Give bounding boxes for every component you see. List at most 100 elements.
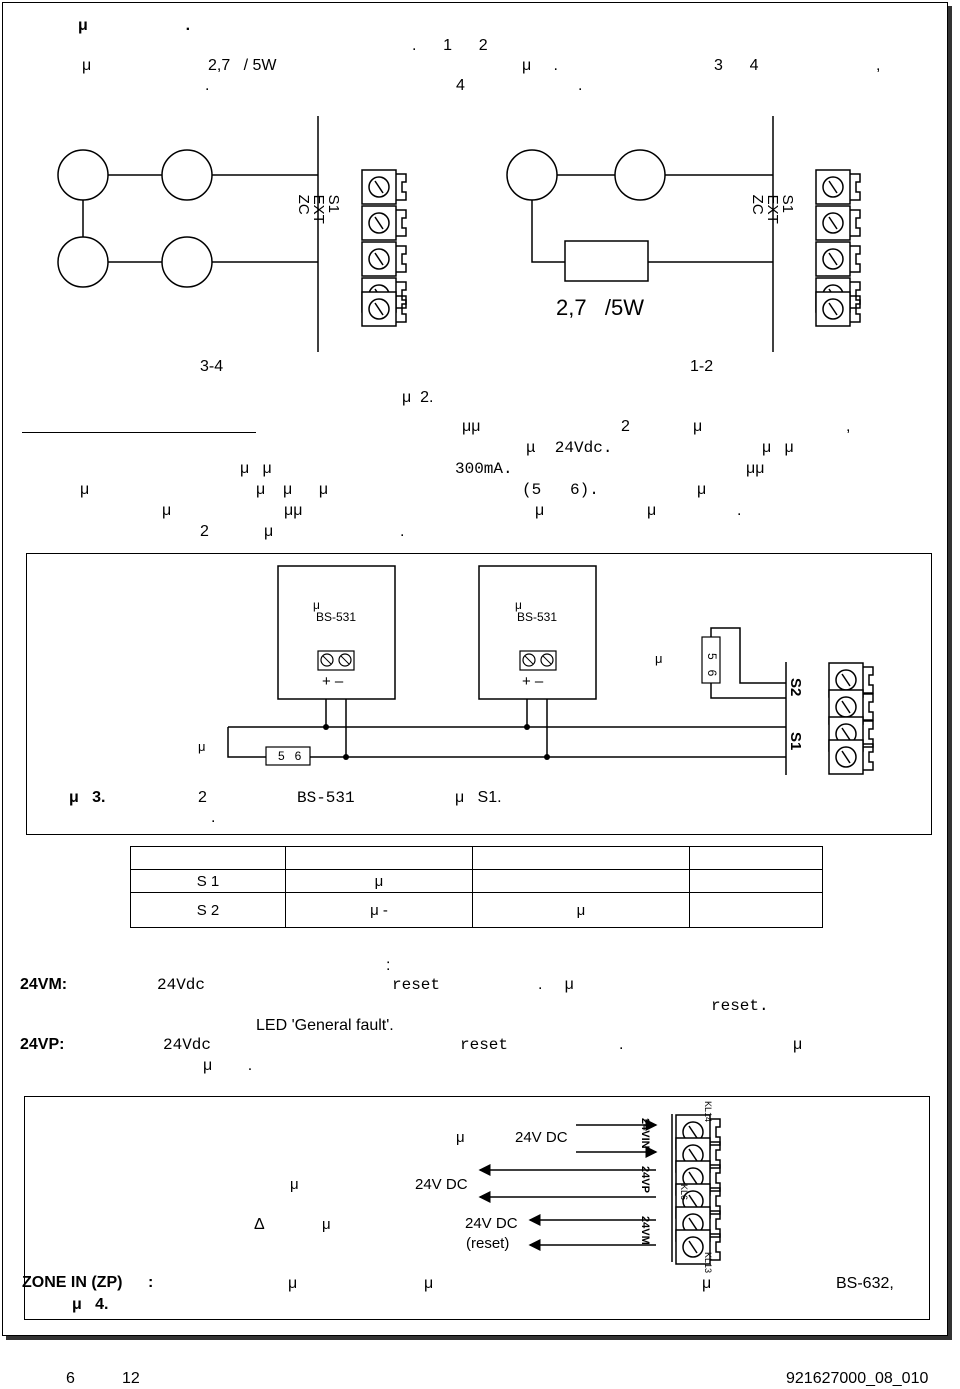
out-mu: μ — [290, 1176, 299, 1193]
table-cell — [689, 869, 823, 893]
resistor-left-label: 5 6 — [278, 749, 302, 763]
table-cell: S 2 — [130, 892, 286, 928]
header-line-1: μ . — [78, 17, 191, 34]
table-row: S 2 μ - μ — [130, 892, 823, 928]
in-label: 24V DC — [515, 1129, 568, 1146]
footer-page: 6 — [66, 1370, 75, 1387]
reset-mu: μ — [322, 1216, 331, 1233]
header-line-3e: , — [876, 57, 881, 74]
header-line-4a: . — [205, 77, 210, 94]
table-cell: S 1 — [130, 869, 286, 893]
vm-line3: LED 'General fault'. — [256, 1017, 394, 1034]
figure-3-box — [26, 553, 932, 835]
vm-line2: reset. — [711, 997, 769, 1015]
vp-text-c: . — [619, 1036, 624, 1053]
table-cell: μ — [472, 892, 690, 928]
zone-label: ZONE IN (ZP) — [22, 1274, 123, 1291]
header-line-4c: . — [578, 77, 583, 94]
fig3-caption-b: 2 — [198, 789, 207, 806]
caption-1-2: 1-2 — [690, 358, 714, 375]
vm-label: 24VM: — [20, 976, 68, 993]
section-underline — [22, 432, 256, 433]
para-l5e: . — [737, 502, 742, 519]
term-24vin: 24VIN — [639, 1118, 651, 1149]
term-24vp: 24VP — [639, 1166, 651, 1193]
footer-code: 921627000_08_010 — [786, 1370, 929, 1387]
resistor-mu-left: μ — [198, 739, 206, 754]
caption-3-4: 3-4 — [200, 358, 224, 375]
header-line-2: . 1 2 — [412, 37, 488, 54]
reset-note: (reset) — [466, 1235, 510, 1252]
vm-text-c: . μ — [538, 976, 574, 993]
footer-total: 12 — [122, 1370, 140, 1387]
vm-text-a: 24Vdc — [157, 976, 206, 994]
table-row: S 1 μ — [130, 869, 823, 893]
table-header-row — [130, 846, 823, 870]
zone-line2: μ 4. — [72, 1296, 109, 1313]
vp-label: 24VP: — [20, 1036, 65, 1053]
para-l6b: μ — [264, 523, 274, 540]
bs531-device-1 — [277, 565, 396, 700]
para-l1d: , — [846, 418, 851, 435]
in-mu: μ — [456, 1129, 465, 1146]
para-l6c: . — [400, 523, 405, 540]
fig3-caption-c: BS-531 — [297, 789, 355, 807]
header-line-3d: 3 4 — [714, 57, 759, 74]
vp-line2: μ . — [203, 1057, 253, 1074]
device2-model: BS-531 — [517, 610, 558, 624]
outputs-colon: : — [386, 957, 391, 974]
para-l1a: μμ — [462, 418, 481, 435]
para-l6a: 2 — [200, 523, 209, 540]
para-l4d: μ — [697, 481, 707, 498]
para-l3c: μμ — [746, 460, 765, 477]
kl13-label: KL13 — [703, 1252, 713, 1274]
device1-mu: μ — [313, 598, 320, 612]
vp-text-b: reset — [460, 1036, 509, 1054]
eol-resistor-icon — [564, 240, 649, 282]
term-24vm: 24VM — [639, 1216, 651, 1245]
resistor-mu-right: μ — [655, 651, 663, 666]
power-outputs-box — [24, 1096, 930, 1320]
zone-mu3: μ — [702, 1275, 712, 1292]
para-l5c: μ — [535, 502, 545, 519]
reset-label: 24V DC — [465, 1215, 518, 1232]
header-line-3a: μ — [82, 57, 92, 74]
para-l2b: μ μ — [762, 439, 794, 456]
table-cell: μ - — [285, 892, 473, 928]
figure-caption-2: μ 2. — [402, 389, 434, 406]
bs531-device-2 — [478, 565, 597, 700]
para-l5b: μμ — [284, 502, 303, 519]
kl14-label: KL14 — [703, 1101, 713, 1123]
header-line-4b: 4 — [456, 77, 465, 94]
para-l2a: μ 24Vdc. — [526, 439, 613, 457]
out-label: 24V DC — [415, 1176, 468, 1193]
fig3-caption-e: . — [211, 809, 216, 826]
para-l3a: μ μ — [240, 460, 272, 477]
para-l5d: μ — [647, 502, 657, 519]
zone-mu2: μ — [424, 1275, 434, 1292]
device1-polarity: + – — [322, 673, 344, 690]
vm-text-b: reset — [392, 976, 441, 994]
zone-mu1: μ — [288, 1275, 298, 1292]
reset-delta: Δ — [254, 1216, 265, 1233]
fig3-caption-a: μ 3. — [69, 789, 106, 806]
vp-text-a: 24Vdc — [163, 1036, 212, 1054]
eol-resistor-left — [265, 746, 311, 766]
zone-model: BS-632, — [836, 1275, 894, 1292]
supervision-table: S 1 μ S 2 μ - μ — [130, 846, 823, 928]
page-frame — [2, 2, 948, 1336]
table-cell — [472, 869, 690, 893]
table-cell — [472, 846, 690, 870]
device2-polarity: + – — [522, 673, 544, 690]
para-l4a: μ — [80, 481, 90, 498]
device2-mu: μ — [515, 598, 522, 612]
table-cell — [689, 846, 823, 870]
para-l5a: μ — [162, 502, 172, 519]
header-line-3b: 2,7 / 5W — [208, 57, 277, 74]
resistor-value-label: 2,7 /5W — [556, 295, 645, 320]
fig3-caption-d: μ S1. — [455, 789, 502, 806]
kl6-label: KL6 — [679, 1184, 689, 1201]
para-l1b: 2 — [621, 418, 630, 435]
